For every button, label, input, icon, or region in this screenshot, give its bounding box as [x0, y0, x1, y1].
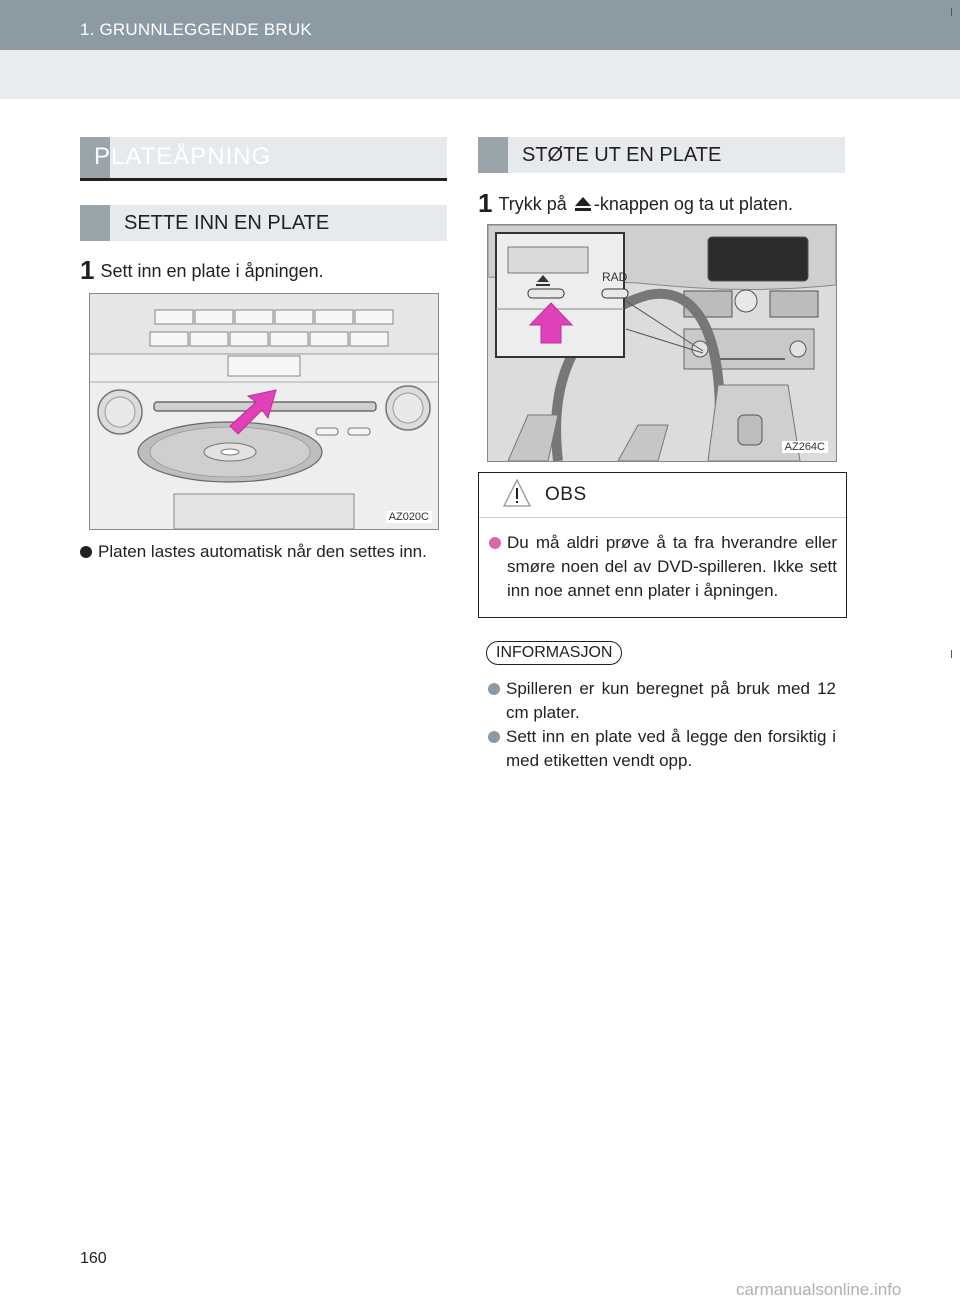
bullet-dot	[488, 731, 500, 743]
obs-item: Du må aldri prøve å ta fra hverandre ell…	[489, 531, 837, 603]
heading-bar	[80, 137, 110, 178]
step-text-before: Trykk på	[498, 194, 567, 214]
crop-mark	[951, 650, 952, 658]
info-item: Sett inn en plate ved å legge den forsik…	[488, 725, 836, 773]
obs-title: OBS	[545, 484, 587, 505]
crop-mark	[951, 8, 952, 16]
step-text-after: -knappen og ta ut platen.	[593, 194, 793, 214]
subheading-text: STØTE UT EN PLATE	[522, 144, 722, 166]
dashboard-illustration: RAD	[488, 225, 836, 461]
bullet-dot	[488, 683, 500, 695]
heading-bar	[478, 137, 508, 173]
page-number: 160	[80, 1250, 107, 1267]
subheading-stote-ut: STØTE UT EN PLATE	[478, 137, 845, 173]
step-text: Sett inn en plate i åpningen.	[100, 261, 324, 281]
obs-notice-box: OBS Du må aldri prøve å ta fra hverandre…	[478, 472, 847, 618]
step-number: 1	[80, 255, 95, 285]
info-text: Sett inn en plate ved å legge den forsik…	[506, 727, 836, 770]
watermark: carmanualsonline.info	[736, 1280, 902, 1299]
figure-insert-disc: AZ020C	[89, 293, 439, 530]
bullet-dot	[489, 537, 501, 549]
section-heading-plateapning: PLATEÅPNING	[80, 137, 447, 181]
eject-icon	[574, 196, 592, 217]
info-label: INFORMASJON	[486, 641, 623, 665]
bullet-dot	[80, 546, 92, 558]
section-heading-text: PLATEÅPNING	[94, 143, 272, 170]
inset-label: RAD	[602, 270, 628, 284]
step-number: 1	[478, 188, 493, 218]
chapter-title: 1. GRUNNLEGGENDE BRUK	[80, 20, 312, 39]
chapter-header-bar: 1. GRUNNLEGGENDE BRUK	[0, 0, 960, 50]
info-text: Spilleren er kun beregnet på bruk med 12…	[506, 679, 836, 722]
heading-bar	[80, 205, 110, 241]
disc-slot-illustration	[90, 294, 438, 529]
header-band	[0, 50, 960, 99]
list-item: Platen lastes automatisk når den settes …	[80, 540, 450, 564]
info-item: Spilleren er kun beregnet på bruk med 12…	[488, 677, 836, 725]
figure-eject-disc: RAD AZ264C	[487, 224, 837, 462]
warning-triangle-icon	[502, 478, 532, 513]
subheading-sette-inn: SETTE INN EN PLATE	[80, 205, 447, 241]
obs-text: Du må aldri prøve å ta fra hverandre ell…	[507, 533, 837, 600]
obs-header: OBS	[479, 473, 846, 518]
bullet-text: Platen lastes automatisk når den settes …	[98, 542, 427, 561]
subheading-text: SETTE INN EN PLATE	[124, 212, 330, 234]
figure-code: AZ020C	[385, 511, 432, 523]
figure-code: AZ264C	[781, 441, 828, 453]
